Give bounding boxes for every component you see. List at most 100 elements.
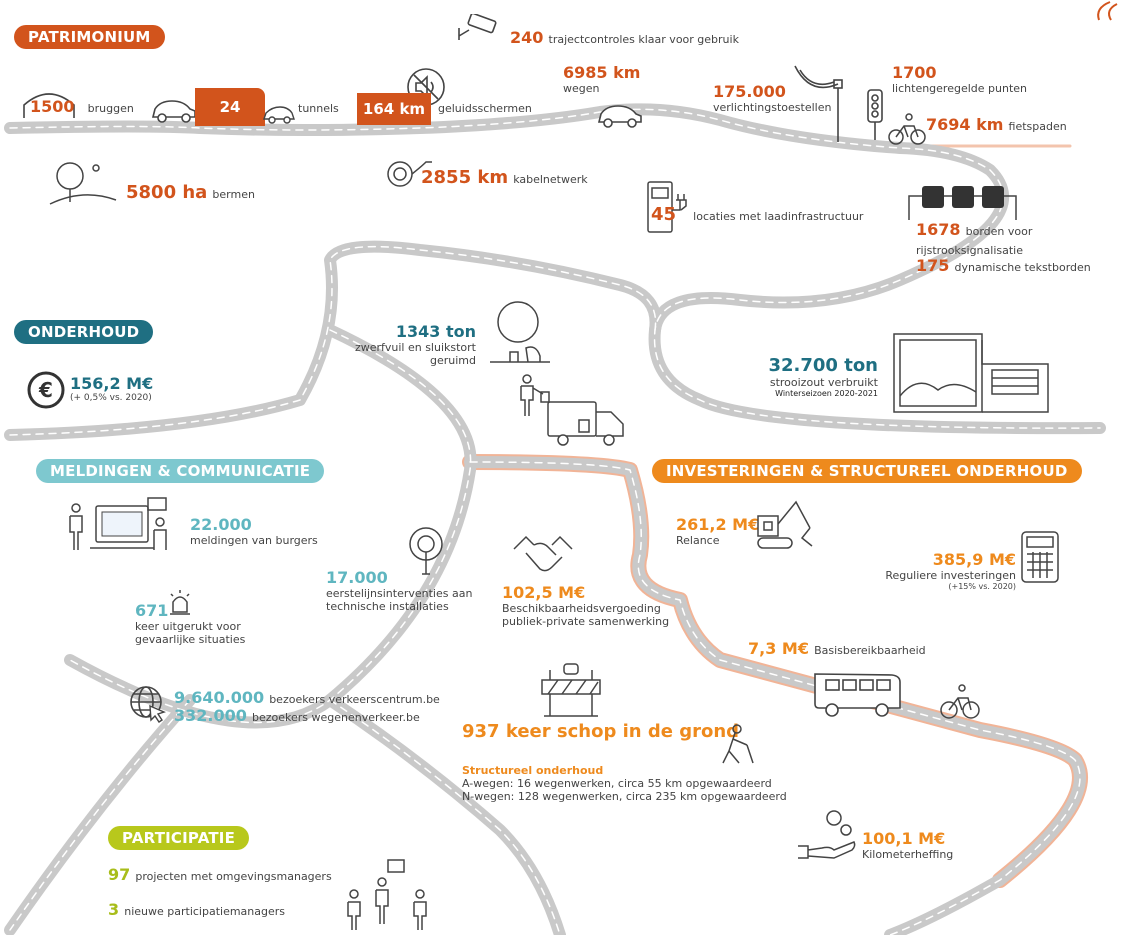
stat-value: 240 xyxy=(510,28,544,47)
tekstborden-stat: 175 dynamische tekstborden xyxy=(916,256,1091,275)
camera-icon xyxy=(455,14,503,42)
stat-note: (+ 0,5% vs. 2020) xyxy=(70,393,152,403)
stat-value: 1500 xyxy=(30,97,75,116)
stat-label: Basisbereikbaarheid xyxy=(814,644,926,657)
streetlight-icon xyxy=(792,60,852,146)
strooizout-stat: 32.700 ton strooizout verbruikt Winterse… xyxy=(760,355,878,398)
wegenenverkeer-stat: 332.000 bezoekers wegenenverkeer.be xyxy=(174,706,420,725)
truck-icon xyxy=(545,398,627,448)
cyclist-icon xyxy=(888,112,926,146)
stat-note: (+15% vs. 2020) xyxy=(948,582,1016,591)
stat-value: 45 xyxy=(651,204,677,225)
corner-logo-icon xyxy=(1085,0,1135,22)
stat-label: borden voor rijstrooksignalisatie xyxy=(916,225,1033,257)
stat-label: wegen xyxy=(563,82,600,95)
stat-label: Kilometerheffing xyxy=(862,848,954,861)
stat-label: zwerfvuil en sluikstort xyxy=(354,341,476,354)
projecten-stat: 97 projecten met omgevingsmanagers xyxy=(108,865,332,884)
stat-value: 385,9 M€ xyxy=(932,550,1016,569)
stat-value: 3 xyxy=(108,900,120,919)
calculator-icon xyxy=(1020,530,1062,586)
stat-label: bruggen xyxy=(87,102,134,115)
person-litter-icon xyxy=(488,300,554,366)
stat-label: fietspaden xyxy=(1008,120,1067,133)
stat-label: locaties met laadinfrastructuur xyxy=(693,210,864,223)
burgers-stat: 22.000 meldingen van burgers xyxy=(190,515,318,547)
handshake-icon xyxy=(512,533,574,579)
digger-person-icon xyxy=(713,723,755,767)
kilometerheffing-stat: 100,1 M€ Kilometerheffing xyxy=(862,829,953,861)
stat-value: 7,3 M€ xyxy=(748,639,809,658)
schop-stat: 937 keer schop in de grond xyxy=(462,721,739,742)
geluidsschermen-value-box: 164 km xyxy=(357,93,431,125)
globe-cursor-icon xyxy=(128,684,168,724)
stat-value: 97 xyxy=(108,865,131,884)
stat-value: 2855 km xyxy=(421,167,509,188)
lichtengeregeld-stat: 1700 lichtengeregelde punten xyxy=(892,63,1027,95)
fietspaden-stat: 7694 km fietspaden xyxy=(926,115,1067,134)
bridge-icon xyxy=(22,85,76,119)
zwerfvuil-stat: 1343 ton zwerfvuil en sluikstort geruimd xyxy=(340,322,476,367)
uitgerukt-stat: 671 keer uitgerukt voor gevaarlijke situ… xyxy=(135,601,245,646)
stat-label: verlichtingstoestellen xyxy=(713,101,832,114)
section-investeringen: INVESTERINGEN & STRUCTUREEL ONDERHOUD xyxy=(652,459,1082,483)
stat-label: strooizout verbruikt xyxy=(769,376,878,389)
stat-value: 937 keer schop in de grond xyxy=(462,721,740,742)
stat-value: 32.700 ton xyxy=(768,355,878,376)
onderhoud-budget-stat: 156,2 M€ (+ 0,5% vs. 2020) xyxy=(70,374,153,403)
gear-wrench-icon xyxy=(402,522,450,576)
verkeerscentrum-stat: 9.640.000 bezoekers verkeerscentrum.be xyxy=(174,688,440,707)
stat-label: bezoekers wegenenverkeer.be xyxy=(251,711,420,724)
car-icon-2 xyxy=(262,103,296,125)
stat-label-2: technische installaties xyxy=(326,600,449,613)
basisbereikbaarheid-stat: 7,3 M€ Basisbereikbaarheid xyxy=(748,639,926,658)
section-patrimonium: PATRIMONIUM xyxy=(14,25,165,49)
charger-icon xyxy=(646,180,694,236)
wegen-stat: 6985 km wegen xyxy=(563,63,640,95)
stat-value: 175.000 xyxy=(713,82,786,101)
geluidsschermen-label: geluidsschermen xyxy=(438,102,532,115)
stat-value: 102,5 M€ xyxy=(502,583,586,602)
people-group-icon xyxy=(340,858,434,932)
stat-value: 22.000 xyxy=(190,515,252,534)
road-center-lines xyxy=(9,108,1101,935)
reguliere-stat: 385,9 M€ Reguliere investeringen (+15% v… xyxy=(880,550,1016,591)
laadinfra-stat: 45 locaties met laadinfrastructuur xyxy=(651,204,863,225)
svg-text:€: € xyxy=(38,378,53,402)
beschikbaarheid-stat: 102,5 M€ Beschikbaarheidsvergoeding publ… xyxy=(502,583,669,628)
managers-stat: 3 nieuwe participatiemanagers xyxy=(108,900,285,919)
stat-label: Relance xyxy=(676,534,720,547)
cable-icon xyxy=(386,156,434,190)
stat-value: 156,2 M€ xyxy=(70,374,154,393)
tunnels-label: tunnels xyxy=(298,102,339,115)
stat-value: 332.000 xyxy=(174,706,247,725)
tree-icon xyxy=(48,158,118,206)
stat-label: meldingen van burgers xyxy=(190,534,318,547)
stat-label: Reguliere investeringen xyxy=(885,569,1016,582)
structureel-line-1: A-wegen: 16 wegenwerken, circa 55 km opg… xyxy=(462,777,772,790)
bruggen-stat: 1500 bruggen xyxy=(30,97,134,116)
stat-value: 175 xyxy=(916,256,950,275)
kabelnetwerk-stat: 2855 km kabelnetwerk xyxy=(421,167,588,188)
traffic-light-icon xyxy=(866,88,888,142)
stat-label: Beschikbaarheidsvergoeding xyxy=(502,602,661,615)
section-participatie: PARTICIPATIE xyxy=(108,826,250,850)
person-icon xyxy=(517,374,551,418)
stat-label-2: geruimd xyxy=(430,354,476,367)
cyclist-icon-2 xyxy=(940,682,980,720)
stat-label: bermen xyxy=(212,188,255,201)
stat-value: 1678 xyxy=(916,220,961,239)
salt-depot-icon xyxy=(888,330,1052,414)
excavator-icon xyxy=(756,498,816,554)
stat-value: 5800 ha xyxy=(126,182,208,203)
stat-label: trajectcontroles klaar voor gebruik xyxy=(548,33,739,46)
euro-icon: € xyxy=(26,370,66,410)
bermen-stat: 5800 ha bermen xyxy=(126,182,255,203)
stat-label: projecten met omgevingsmanagers xyxy=(135,870,332,883)
section-meldingen: MELDINGEN & COMMUNICATIE xyxy=(36,459,325,483)
stat-value: 261,2 M€ xyxy=(676,515,760,534)
stat-value: 9.640.000 xyxy=(174,688,265,707)
stat-value: 7694 km xyxy=(926,115,1004,134)
